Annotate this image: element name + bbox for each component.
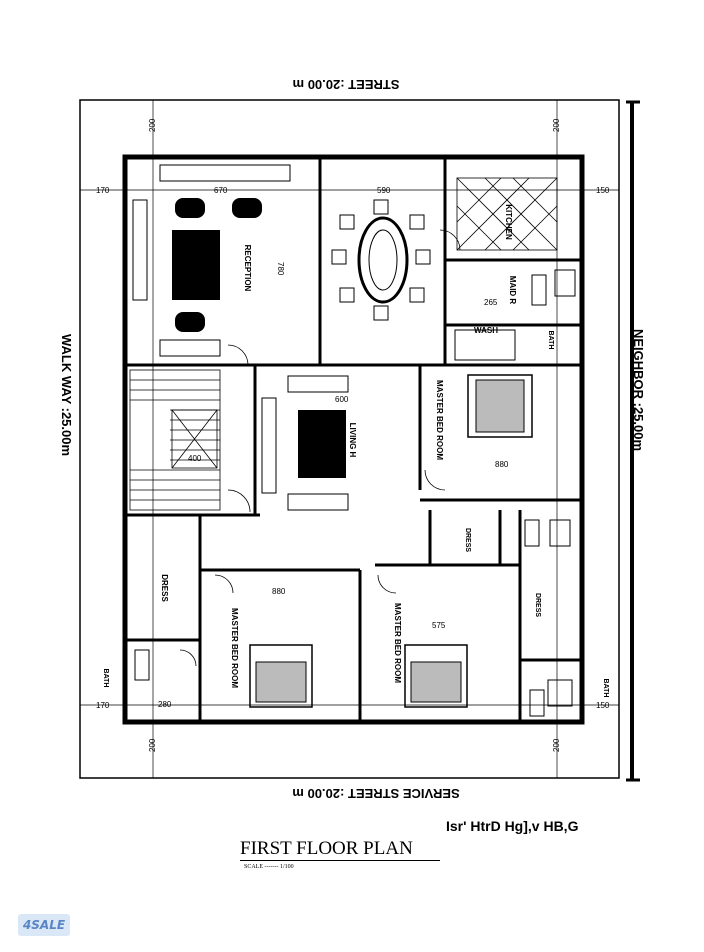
- dim-590: 590: [377, 186, 391, 195]
- dim-150-right: 150: [596, 186, 610, 195]
- room-bath-1: BATH: [547, 331, 554, 350]
- room-bath-3: BATH: [602, 679, 609, 698]
- drawing-code-line: Isr' HtrD Hg],v HB,G: [446, 818, 579, 834]
- dim-600: 600: [335, 395, 349, 404]
- room-master-bed-1: MASTER BED ROOM: [435, 380, 444, 460]
- dim-265: 265: [484, 298, 498, 307]
- watermark-text: 4SALE: [22, 918, 66, 932]
- dim-880-b: 880: [272, 587, 286, 596]
- interior-walls: [125, 157, 582, 722]
- dim-200-tr: 200: [552, 118, 561, 132]
- room-dress-2: DRESS: [160, 574, 169, 602]
- room-wash: WASH: [474, 326, 498, 335]
- dining-set: [331, 199, 431, 321]
- room-dress-3: DRESS: [534, 593, 541, 617]
- walkway-label: WALK WAY :25.00m: [59, 334, 74, 456]
- building-outline: [122, 154, 585, 725]
- street-bottom-label: SERVICE STREET :20.00 m: [292, 786, 459, 801]
- dim-780: 780: [276, 262, 285, 276]
- street-top-label: STREET :20.00 m: [293, 77, 400, 92]
- dim-670: 670: [214, 186, 228, 195]
- kitchen-tiles: [456, 177, 558, 251]
- room-bath-2: BATH: [102, 669, 109, 688]
- room-reception: RECEPTION: [243, 245, 252, 292]
- plan-scale: SCALE ------- 1/100: [244, 864, 294, 870]
- neighbor-label: NEIGHBOR :25.00m: [631, 329, 646, 451]
- doors: [179, 229, 461, 667]
- room-kitchen: KITCHEN: [504, 204, 513, 240]
- staircase: [129, 369, 221, 511]
- dim-170-left: 170: [96, 186, 110, 195]
- dim-280: 280: [158, 700, 172, 709]
- plan-title: FIRST FLOOR PLAN: [240, 838, 440, 861]
- room-living: LIVING H: [348, 423, 357, 458]
- living-furniture: [261, 375, 349, 511]
- dim-880-a: 880: [495, 460, 509, 469]
- dim-400: 400: [188, 454, 202, 463]
- room-master-bed-3: MASTER BED ROOM: [393, 603, 402, 683]
- bath-fixtures: [134, 269, 576, 717]
- room-dress-1: DRESS: [464, 528, 471, 552]
- dim-200-tl: 200: [148, 118, 157, 132]
- dim-200-br: 200: [552, 738, 561, 752]
- room-master-bed-2: MASTER BED ROOM: [230, 608, 239, 688]
- room-maid: MAID R: [508, 276, 517, 305]
- beds: [249, 374, 533, 708]
- dim-200-bl: 200: [148, 738, 157, 752]
- watermark-badge: 4SALE: [18, 914, 70, 936]
- dim-150-br: 150: [596, 701, 610, 710]
- reception-furniture: [132, 164, 291, 357]
- dim-170-bl: 170: [96, 701, 110, 710]
- setback-lines: [80, 100, 619, 778]
- plot-boundary: [79, 99, 620, 779]
- dim-575: 575: [432, 621, 446, 630]
